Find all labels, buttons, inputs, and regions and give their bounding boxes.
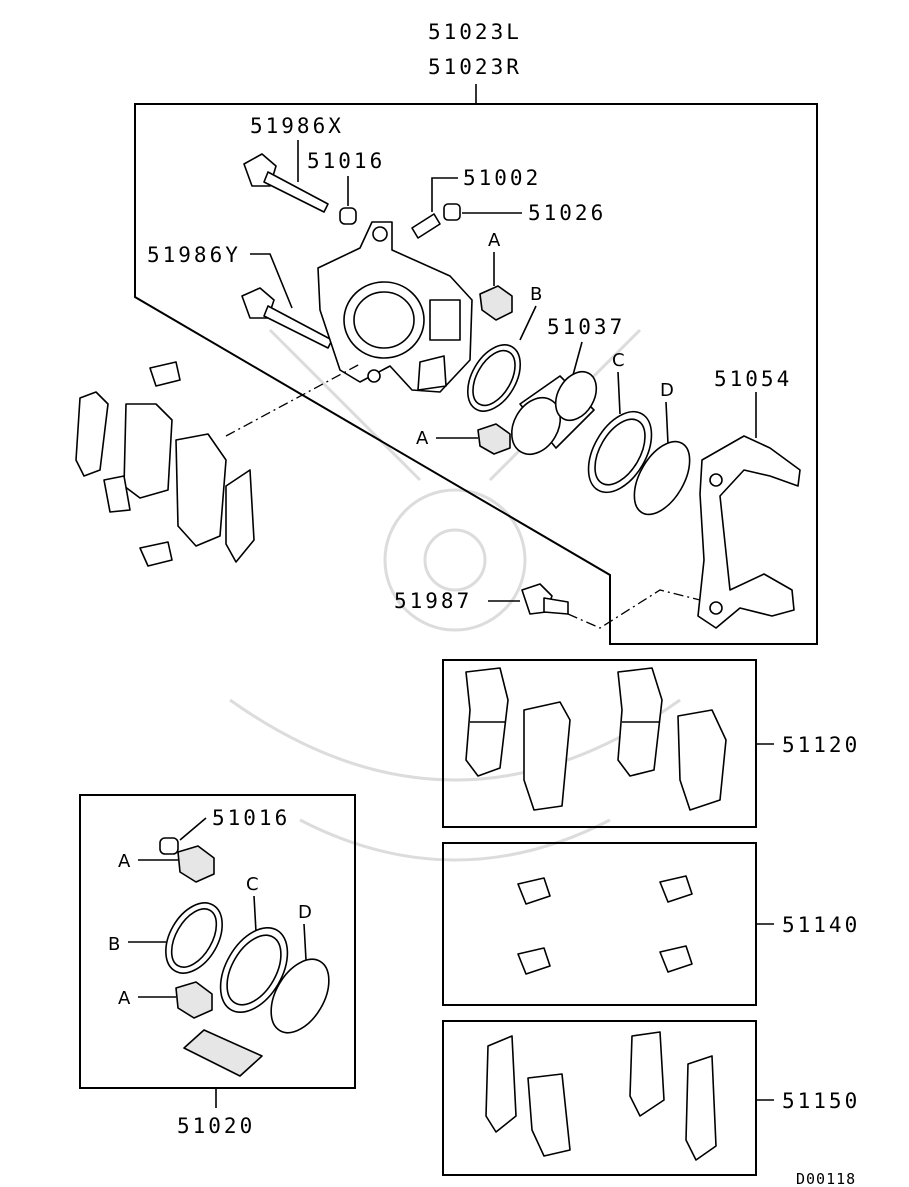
assembly-label-left: 51023L: [428, 20, 522, 44]
piston-part: [510, 370, 598, 456]
seal-kit-boot-a-top: [177, 845, 215, 883]
left-pad-group: [75, 361, 255, 567]
seal-kit-box: [79, 794, 356, 1089]
seal-kit-boot-label: 51016: [212, 806, 290, 830]
guide-bolt-y: [241, 287, 333, 349]
bracket-bolt-label: 51987: [394, 589, 472, 613]
boot-label: 51016: [307, 149, 385, 173]
callout-c: C: [612, 350, 625, 371]
bleeder-label: 51002: [463, 166, 541, 190]
shim-kit-parts: [485, 1031, 717, 1161]
seal-kit-callout-d: D: [298, 902, 312, 923]
seal-kit-boot: [159, 837, 179, 855]
caliper-body: [317, 221, 473, 393]
callout-d: D: [660, 380, 674, 401]
boot-a-mid: [477, 423, 511, 455]
seal-kit-callout-a-top: A: [118, 851, 131, 872]
pad-kit-code: 51120: [782, 733, 860, 757]
bleeder-screw: [411, 213, 441, 239]
piston-label: 51037: [547, 315, 625, 339]
assembly-label-right: 51023R: [428, 55, 522, 79]
grease-packet: [183, 1029, 263, 1077]
seal-kit-ring-d: [270, 958, 330, 1034]
caliper-bracket: [697, 435, 801, 629]
clip-kit-parts: [517, 875, 693, 975]
callout-a-mid: A: [416, 428, 429, 449]
seal-kit-callout-a-bottom: A: [118, 988, 131, 1009]
bolt-y-label: 51986Y: [147, 243, 241, 267]
bleeder-cap-label: 51026: [528, 201, 606, 225]
ring-d: [633, 440, 691, 516]
boot-a-top: [479, 285, 513, 321]
bracket-label: 51054: [714, 367, 792, 391]
seal-kit-callout-c: C: [246, 874, 259, 895]
main-assembly-frame: [134, 103, 818, 645]
callout-b: B: [530, 284, 542, 305]
callout-a-top: A: [488, 230, 501, 251]
seal-kit-callout-b: B: [108, 934, 120, 955]
seal-kit-code: 51020: [177, 1114, 255, 1138]
boot-part: [339, 207, 357, 225]
shim-kit-code: 51150: [782, 1089, 860, 1113]
diagram-id: D00118: [796, 1170, 856, 1187]
clip-kit-box: [442, 842, 757, 1006]
pad-kit-parts: [465, 667, 727, 811]
bleeder-cap: [443, 203, 461, 221]
shim-kit-box: [442, 1020, 757, 1176]
guide-bolt-x: [243, 153, 329, 213]
bolt-x-label: 51986X: [250, 114, 344, 138]
clip-kit-code: 51140: [782, 913, 860, 937]
bracket-bolt: [521, 583, 569, 615]
seal-kit-boot-a-bottom: [175, 981, 213, 1019]
